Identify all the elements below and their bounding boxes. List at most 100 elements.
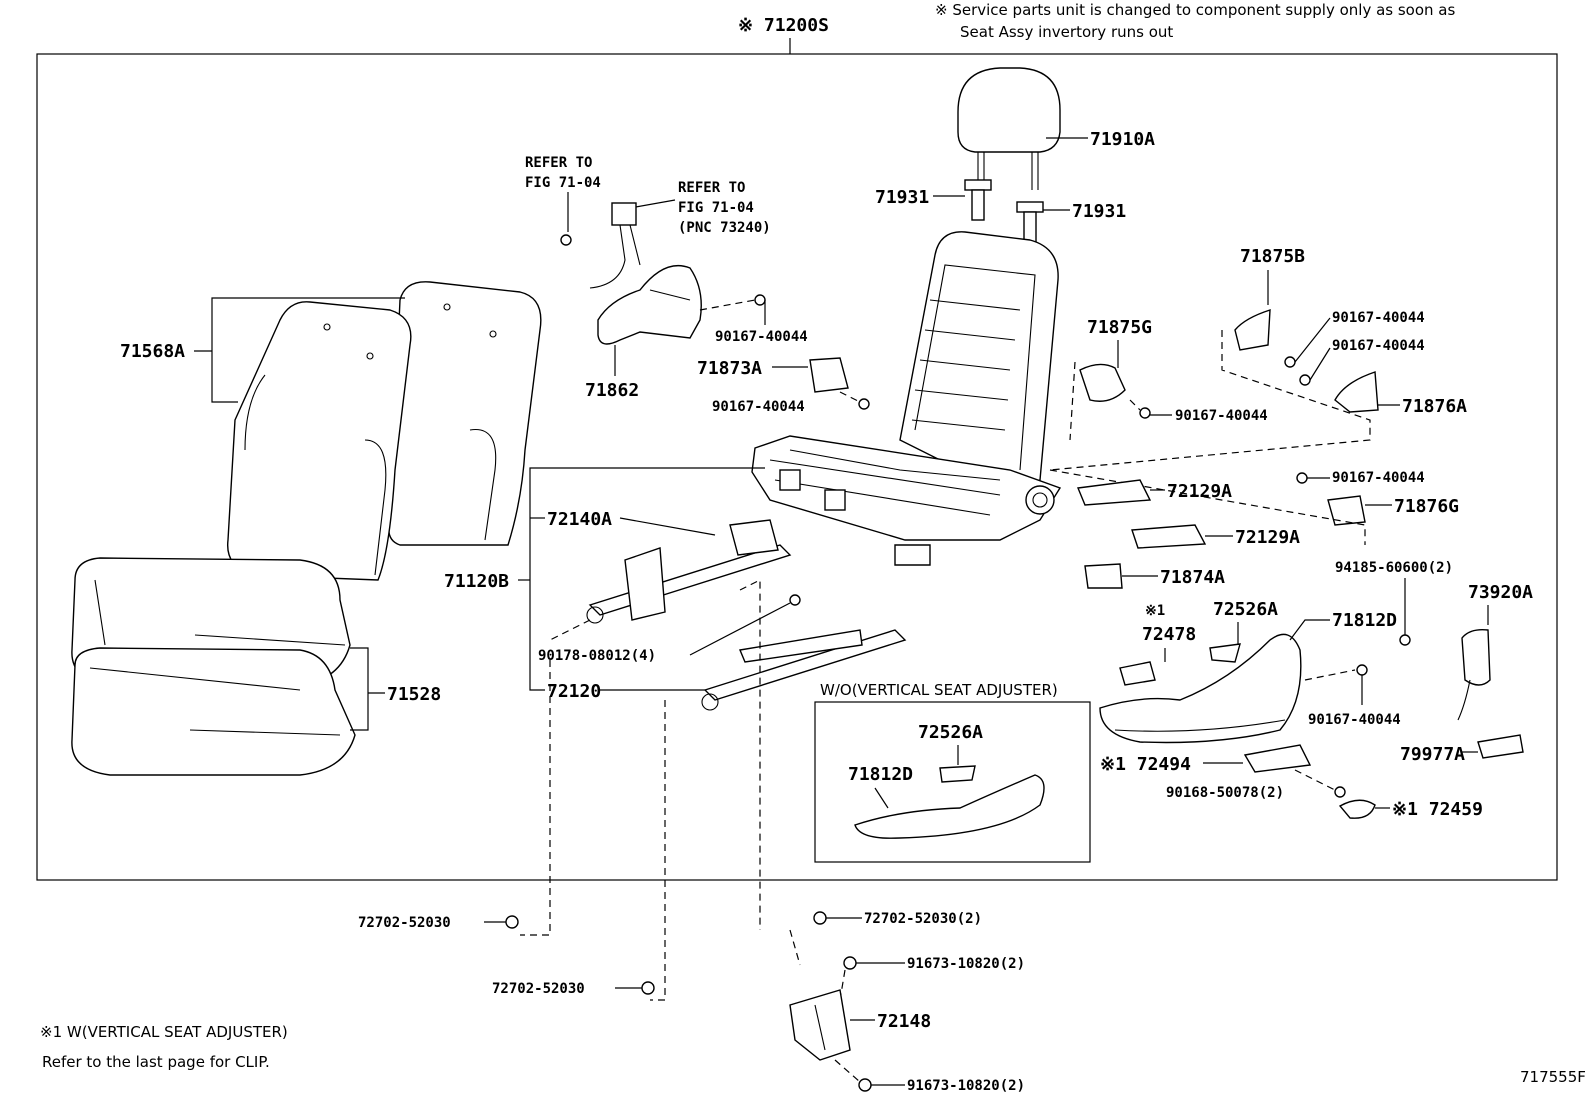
service-note-line1: ※ Service parts unit is changed to compo… <box>935 1 1455 19</box>
bolt-icon <box>1139 407 1151 419</box>
label-90167-a: 90167-40044 <box>715 329 808 345</box>
bracket-71873A-illustration <box>809 357 849 393</box>
headrest-support-left <box>964 179 992 221</box>
label-71931-right: 71931 <box>1072 201 1126 222</box>
label-94185: 94185-60600(2) <box>1335 560 1453 576</box>
bolt-icon <box>1356 664 1368 676</box>
service-note-line2: Seat Assy invertory runs out <box>960 23 1173 41</box>
label-72702-b: 72702-52030 <box>492 981 585 997</box>
cover-71875B-illustration <box>1234 309 1271 351</box>
label-79977A: 79977A <box>1400 744 1465 765</box>
belt-anchor-illustration <box>560 202 641 289</box>
bolt-icon <box>641 981 655 995</box>
label-72129A-2: 72129A <box>1235 527 1300 548</box>
seat-cushion-illustration <box>71 557 356 776</box>
label-71876G: 71876G <box>1394 496 1459 517</box>
headrest-support-right <box>1016 201 1044 243</box>
bracket-71874A-illustration <box>1084 563 1123 589</box>
label-90167-f: 90167-40044 <box>1332 470 1425 486</box>
label-71120B: 71120B <box>444 571 509 592</box>
bolt-icon <box>813 911 827 925</box>
label-72129A-1: 72129A <box>1167 481 1232 502</box>
label-73920A: 73920A <box>1468 582 1533 603</box>
refer1-line1: REFER TO <box>525 155 592 171</box>
figure-code: 717555F <box>1520 1068 1586 1086</box>
bolt-icon <box>1284 356 1296 368</box>
inset-box <box>814 701 1091 863</box>
label-72702-a: 72702-52030 <box>358 915 451 931</box>
airbag-73920A-illustration <box>1461 628 1491 686</box>
label-71910A: 71910A <box>1090 129 1155 150</box>
label-71568A: 71568A <box>120 341 185 362</box>
label-90167-g: 90167-40044 <box>1308 712 1401 728</box>
label-71876A: 71876A <box>1402 396 1467 417</box>
shield-71812D-illustration <box>1099 633 1302 744</box>
cover-72129A-2-illustration <box>1131 524 1207 549</box>
label-72459: ※1 72459 <box>1392 799 1483 820</box>
label-72478: 72478 <box>1142 624 1196 645</box>
rail-72120-illustration <box>701 629 907 711</box>
side-cover-71862-illustration <box>597 264 702 345</box>
bolt-icon <box>843 956 857 970</box>
assembly-frame <box>36 53 1558 881</box>
bolt-icon <box>1299 374 1311 386</box>
cover-72129A-1-illustration <box>1077 479 1152 506</box>
footnote-2: Refer to the last page for CLIP. <box>42 1053 270 1071</box>
bolt-icon <box>858 398 870 410</box>
label-72526A: 72526A <box>1213 599 1278 620</box>
label-71862: 71862 <box>585 380 639 401</box>
label-72702-c: 72702-52030(2) <box>864 911 982 927</box>
nut-icon <box>1399 634 1411 646</box>
label-71931-left: 71931 <box>875 187 929 208</box>
refer2-line1: REFER TO <box>678 180 745 196</box>
label-71875B: 71875B <box>1240 246 1305 267</box>
assembly-label: ※ 71200S <box>738 15 829 36</box>
label-72140A: 72140A <box>547 509 612 530</box>
refer2-line2: FIG 71-04 <box>678 200 754 216</box>
cover-71876A-illustration <box>1334 371 1379 413</box>
label-90178: 90178-08012(4) <box>538 648 656 664</box>
inset-knob-illustration <box>939 765 976 783</box>
label-71812D: 71812D <box>1332 610 1397 631</box>
label-sheet-79977A-illustration <box>1477 734 1524 759</box>
inset-label-72526A: 72526A <box>918 722 983 743</box>
bolt-icon <box>505 915 519 929</box>
footnote-1: ※1 W(VERTICAL SEAT ADJUSTER) <box>40 1023 288 1041</box>
label-71873A: 71873A <box>697 358 762 379</box>
cover-71875G-illustration <box>1079 363 1126 402</box>
label-90167-e: 90167-40044 <box>1332 338 1425 354</box>
label-71875G: 71875G <box>1087 317 1152 338</box>
cover-71876G-illustration <box>1327 495 1366 526</box>
label-91673-b: 91673-10820(2) <box>907 1078 1025 1094</box>
label-72120: 72120 <box>547 681 601 702</box>
inset-label-71812D: 71812D <box>848 764 913 785</box>
x1-mark: ※1 <box>1145 603 1165 619</box>
switch-72494-illustration <box>1243 744 1312 773</box>
label-72494: ※1 72494 <box>1100 754 1191 775</box>
label-90167-d: 90167-40044 <box>1332 310 1425 326</box>
label-71528: 71528 <box>387 684 441 705</box>
seat-frame-illustration <box>751 231 1062 566</box>
refer1-line2: FIG 71-04 <box>525 175 601 191</box>
label-72148: 72148 <box>877 1011 931 1032</box>
seatback-cover-illustration <box>226 281 542 581</box>
refer2-line3: (PNC 73240) <box>678 220 771 236</box>
bolt-icon <box>858 1078 872 1092</box>
label-91673-a: 91673-10820(2) <box>907 956 1025 972</box>
nut-icon <box>789 594 801 606</box>
label-90167-b: 90167-40044 <box>712 399 805 415</box>
label-90167-c: 90167-40044 <box>1175 408 1268 424</box>
rail-72140A-illustration <box>586 519 792 624</box>
knob-72459-illustration <box>1338 799 1376 819</box>
knob-72478-illustration <box>1119 661 1156 686</box>
label-90168: 90168-50078(2) <box>1166 785 1284 801</box>
inset-title: W/O(VERTICAL SEAT ADJUSTER) <box>820 681 1058 699</box>
knob-72526A-illustration <box>1209 643 1241 663</box>
bolt-icon <box>1296 472 1308 484</box>
inset-shield-illustration <box>854 774 1045 839</box>
label-71874A: 71874A <box>1160 567 1225 588</box>
bolt-icon <box>754 294 766 306</box>
bracket-72148-illustration <box>789 989 851 1061</box>
headrest-illustration <box>957 67 1061 190</box>
